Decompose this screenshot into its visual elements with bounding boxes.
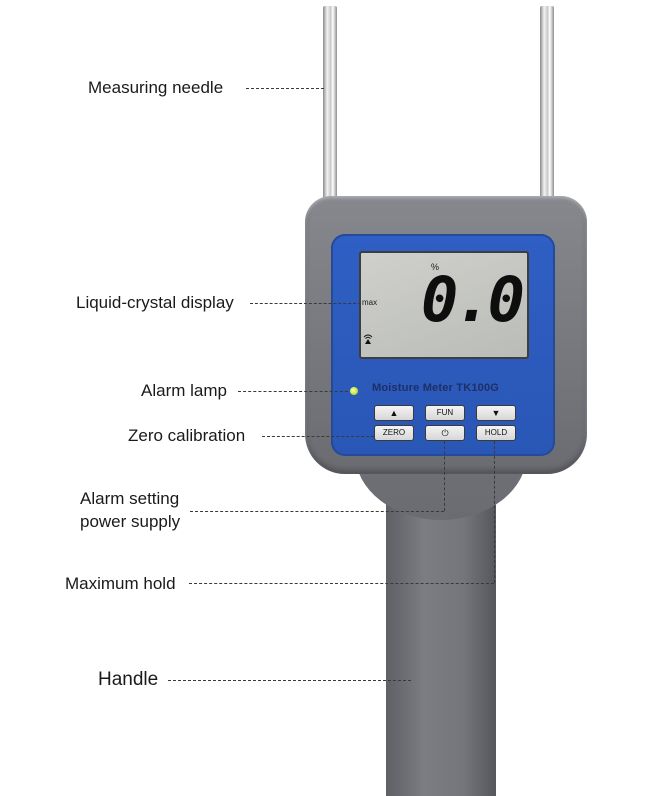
up-button[interactable]: ▲ xyxy=(374,405,414,421)
label-measuring-needle: Measuring needle xyxy=(88,78,224,97)
down-button[interactable]: ▼ xyxy=(476,405,516,421)
model-text: Moisture Meter TK100G xyxy=(372,382,500,394)
leader-handle xyxy=(168,680,411,681)
leader-alarm-setting-vertical xyxy=(444,441,445,511)
leader-zero-calibration xyxy=(262,436,374,437)
hold-button[interactable]: HOLD xyxy=(476,425,516,441)
measuring-needle-right xyxy=(540,6,554,202)
leader-measuring-needle xyxy=(246,88,324,89)
label-maximum-hold: Maximum hold xyxy=(65,574,176,593)
handle xyxy=(386,470,496,796)
zero-button[interactable]: ZERO xyxy=(374,425,414,441)
measuring-needle-left xyxy=(323,6,337,202)
label-alarm-setting: Alarm setting xyxy=(80,489,180,508)
label-handle: Handle xyxy=(98,669,159,690)
fun-button[interactable]: FUN xyxy=(425,405,465,421)
power-button[interactable]: ⏻ xyxy=(425,425,465,441)
lcd-unit: % xyxy=(431,262,440,272)
lcd-mode: max xyxy=(362,298,378,307)
label-alarm-lamp: Alarm lamp xyxy=(141,381,227,400)
lcd-screen: % max 0.0 xyxy=(359,251,529,359)
label-zero-calibration: Zero calibration xyxy=(128,426,246,445)
lcd-reading: 0.0 xyxy=(421,263,525,336)
alarm-lamp xyxy=(350,387,358,395)
leader-lcd xyxy=(250,303,361,304)
leader-maximum-hold-vertical xyxy=(494,441,495,583)
alarm-signal-icon xyxy=(363,333,373,347)
leader-alarm-setting xyxy=(190,511,444,512)
label-power-supply: power supply xyxy=(80,512,181,531)
label-lcd: Liquid-crystal display xyxy=(76,293,234,312)
leader-maximum-hold xyxy=(189,583,494,584)
leader-alarm-lamp xyxy=(238,391,348,392)
